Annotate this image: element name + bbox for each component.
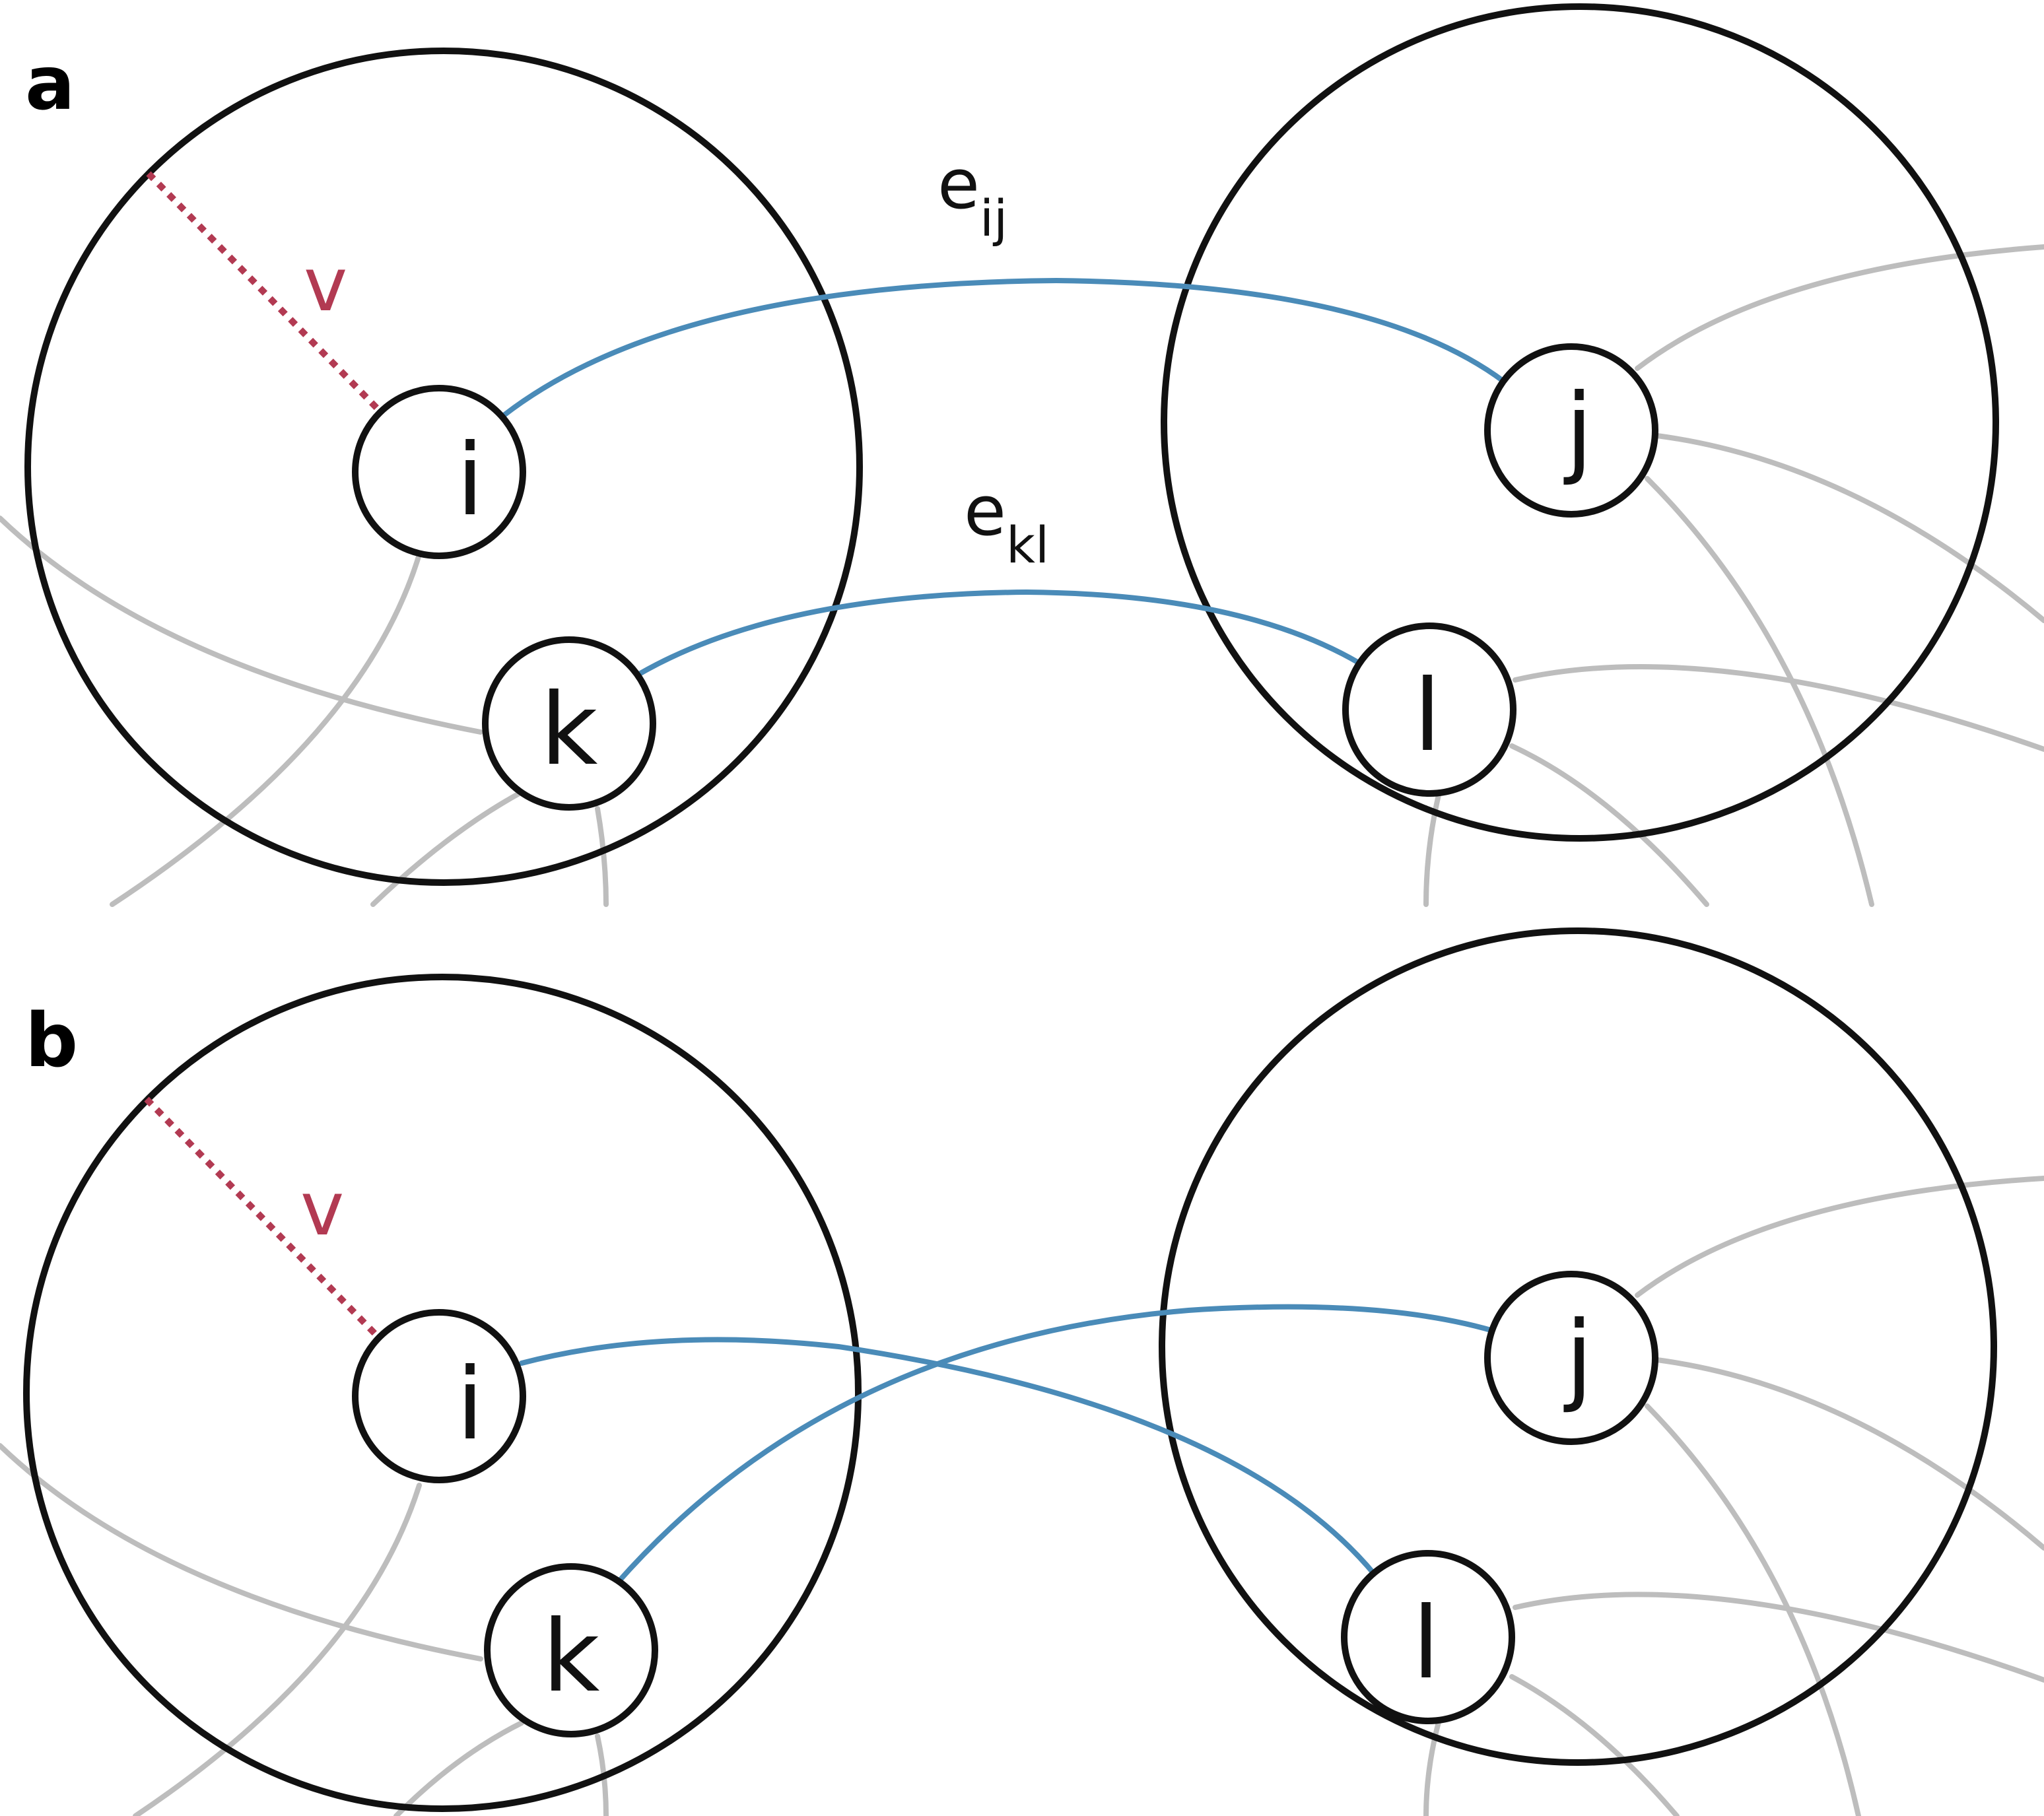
panel-label-a: a: [25, 41, 75, 127]
gray-edge: [1635, 244, 2044, 371]
node-label-k: k: [543, 1599, 600, 1714]
node-label-j: j: [1563, 1300, 1593, 1415]
gray-edge: [0, 1443, 483, 1662]
node-k: k: [484, 1563, 658, 1737]
panel-a: v eij ekl i k j l a: [0, 3, 2044, 907]
neighborhood-circle-right: [1159, 927, 1997, 1766]
radius-label: v: [300, 1166, 344, 1252]
gray-edge: [1513, 664, 2044, 752]
edge-label-kl: ekl: [964, 471, 1049, 574]
edge-label-ij: eij: [937, 144, 1007, 248]
neighborhood-circle-left: [23, 974, 862, 1812]
radius-line: [144, 1096, 440, 1400]
neighborhood-circle-right: [1161, 3, 1999, 842]
gray-edge: [1654, 1357, 2044, 1551]
gray-edge: [110, 552, 422, 907]
gray-edge: [1423, 1717, 1442, 1816]
node-label-l: l: [1414, 659, 1441, 774]
gray-edge: [1509, 743, 1709, 907]
gray-edge: [1509, 1674, 1680, 1816]
gray-edge: [133, 1483, 422, 1816]
gray-edge: [1635, 1176, 2044, 1298]
edge-ij: [500, 277, 1507, 419]
background-edges-b: [0, 1176, 2044, 1816]
gray-edge: [1645, 1403, 1861, 1816]
node-l: l: [1342, 622, 1516, 797]
node-j: j: [1484, 343, 1658, 518]
node-label-j: j: [1563, 373, 1593, 488]
background-edges-a: [0, 244, 2044, 907]
edge-kl: [638, 589, 1361, 676]
node-label-k: k: [541, 673, 598, 788]
gray-edge: [1645, 476, 1874, 907]
node-label-i: i: [456, 1347, 484, 1462]
node-i: i: [352, 1309, 526, 1483]
gray-edge: [393, 1720, 524, 1816]
node-label-l: l: [1412, 1586, 1440, 1701]
neighborhood-circle-left: [24, 48, 863, 886]
node-label-i: i: [456, 423, 484, 538]
panel-label-b: b: [25, 998, 78, 1084]
node-l: l: [1341, 1550, 1515, 1724]
gray-edge: [1423, 790, 1442, 907]
gray-edge: [0, 516, 483, 735]
gray-edge: [1513, 1592, 2044, 1683]
edge-kj: [615, 1304, 1505, 1586]
gray-edge: [1654, 433, 2044, 623]
radius-label: v: [304, 242, 347, 328]
node-k: k: [482, 636, 656, 811]
gray-edge: [595, 806, 609, 907]
node-i: i: [352, 385, 526, 559]
edge-il: [519, 1337, 1377, 1577]
panel-b: v i k j l b: [0, 927, 2044, 1816]
gray-edge: [370, 790, 524, 907]
radius-line: [146, 171, 442, 475]
node-j: j: [1484, 1271, 1658, 1445]
